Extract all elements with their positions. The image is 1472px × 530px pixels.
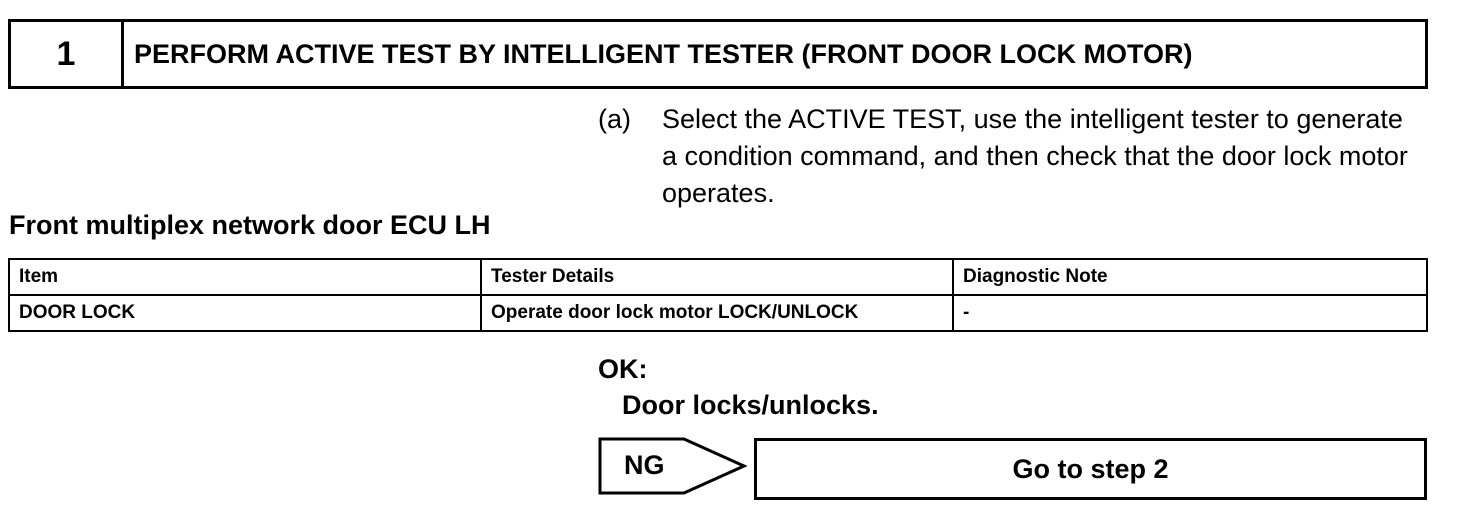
ok-label: OK:: [598, 354, 648, 384]
step-number: 1: [11, 22, 124, 86]
active-test-table: Item Tester Details Diagnostic Note DOOR…: [8, 258, 1428, 332]
table-cell-diagnostic-note: -: [952, 294, 1428, 332]
go-to-step-2-link[interactable]: Go to step 2: [754, 438, 1427, 500]
section-title: Front multiplex network door ECU LH: [9, 210, 491, 240]
table-cell-tester-details: Operate door lock motor LOCK/UNLOCK: [480, 294, 954, 332]
instruction-marker: (a): [598, 104, 631, 134]
step-title: PERFORM ACTIVE TEST BY INTELLIGENT TESTE…: [134, 38, 1193, 69]
instruction: (a) Select the ACTIVE TEST, use the inte…: [598, 101, 1458, 212]
table-header-diagnostic-note: Diagnostic Note: [952, 258, 1428, 296]
table-row: DOOR LOCK Operate door lock motor LOCK/U…: [8, 294, 1428, 332]
table-header-row: Item Tester Details Diagnostic Note: [8, 258, 1428, 296]
table-cell-item: DOOR LOCK: [8, 294, 482, 332]
table-header-tester-details: Tester Details: [480, 258, 954, 296]
ng-label: NG: [624, 450, 665, 480]
table-header-item: Item: [8, 258, 482, 296]
ok-value: Door locks/unlocks.: [622, 390, 879, 420]
instruction-text: Select the ACTIVE TEST, use the intellig…: [662, 104, 1408, 208]
step-header: 1 PERFORM ACTIVE TEST BY INTELLIGENT TES…: [8, 19, 1428, 89]
ng-arrow-icon: [598, 437, 748, 495]
